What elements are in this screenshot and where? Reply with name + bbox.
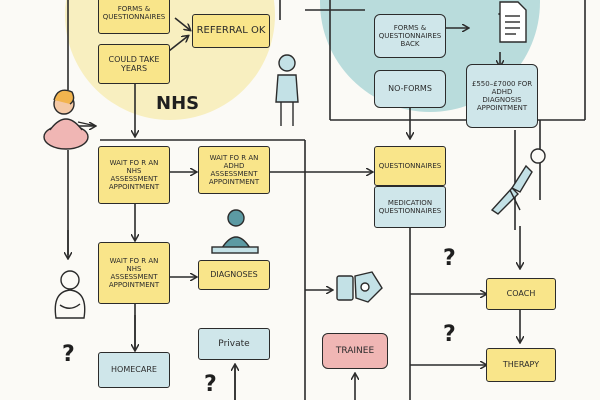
document-icon: [499, 1, 527, 43]
woman-waving-icon: [43, 89, 97, 150]
node-forms-questionnaires-back: Forms & Questionnaires back: [374, 14, 446, 58]
node-wait-adhd-assessment: Wait fo r an ADHD assessment appointment: [198, 146, 270, 194]
node-homecare: Homecare: [98, 352, 170, 388]
node-cost-diagnosis: £550–£7000 for ADHD diagnosis appointmen…: [466, 64, 538, 128]
node-diagnoses: Diagnoses: [198, 260, 270, 290]
node-therapy: Therapy: [486, 348, 556, 382]
node-referral-ok: REFERRAL OK: [192, 14, 270, 48]
node-wait-nhs-assessment-1: Wait fo r an NHS assessment appointment: [98, 146, 170, 204]
standing-person-icon: [275, 54, 299, 126]
node-forms-questionnaires: Forms & Questionnaires: [98, 0, 170, 34]
node-medication-questionnaires: Medication questionnaires: [374, 186, 446, 228]
node-could-take-years: Could take years: [98, 44, 170, 84]
node-questionnaires: Questionnaires: [374, 146, 446, 186]
question-mark-left: ?: [62, 342, 75, 367]
question-mark-right-upper: ?: [443, 246, 456, 271]
node-trainee: Trainee: [322, 333, 388, 369]
question-mark-bottom: ?: [204, 372, 217, 397]
node-wait-nhs-assessment-2: Wait fo r an NHS assessment appointment: [98, 242, 170, 304]
seated-person-icon: [211, 209, 259, 254]
node-coach: Coach: [486, 278, 556, 310]
node-private: Private: [198, 328, 270, 360]
question-mark-right-lower: ?: [443, 322, 456, 347]
reclining-person-icon: [490, 148, 546, 215]
node-no-forms: No-Forms: [374, 70, 446, 108]
chat-device-icon: [336, 271, 383, 303]
hugging-person-icon: [54, 270, 86, 319]
nhs-region-label: NHS: [156, 93, 200, 114]
